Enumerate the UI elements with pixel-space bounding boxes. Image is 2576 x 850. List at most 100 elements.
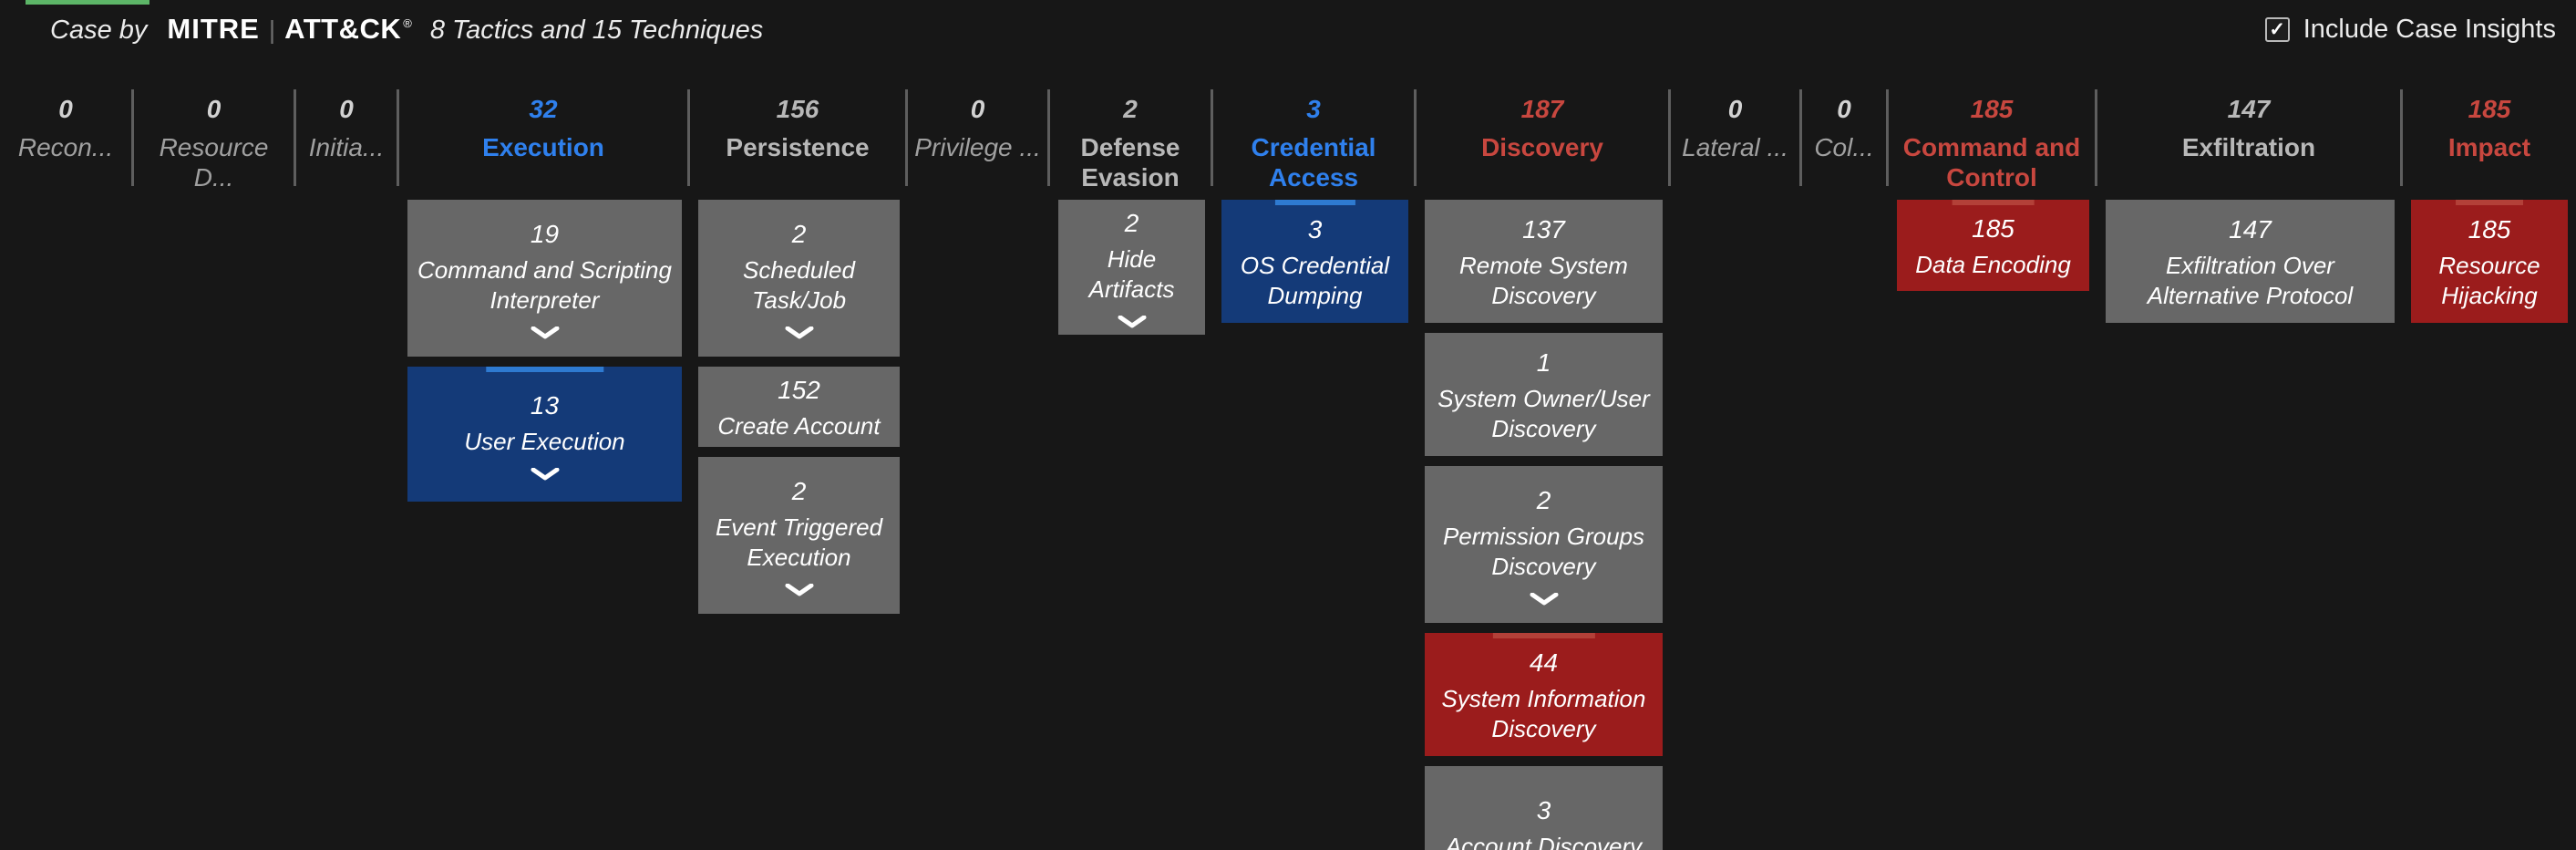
chevron-down-icon[interactable] [531, 467, 560, 481]
tactic-label: Recon... [17, 133, 114, 161]
technique-card-os-credential-dumping[interactable]: 3 OS Credential Dumping [1221, 200, 1408, 323]
tactic-count: 3 [1306, 95, 1321, 123]
chevron-down-icon[interactable] [785, 584, 814, 596]
technique-title: OS Credential Dumping [1240, 251, 1390, 309]
logo-divider: | [268, 16, 276, 44]
technique-title: Data Encoding [1915, 250, 2071, 278]
technique-count: 2 [791, 220, 807, 248]
card-accent-bar [485, 367, 604, 372]
technique-card-list: 3 OS Credential Dumping [1213, 200, 1417, 323]
chevron-down-icon[interactable] [531, 327, 560, 339]
tactic-count: 0 [970, 95, 985, 123]
include-case-insights-label: Include Case Insights [2303, 14, 2556, 44]
active-tab-indicator [26, 0, 149, 5]
title-case-by: Case by [50, 16, 148, 45]
tactic-count: 2 [1123, 95, 1138, 123]
tactic-label: Resource D... [159, 133, 269, 192]
tactic-count: 147 [2227, 95, 2271, 123]
tactic-label: Persistence [726, 133, 870, 161]
technique-count: 147 [2229, 214, 2272, 244]
technique-title: Event Triggered Execution [715, 513, 883, 571]
technique-count: 185 [1972, 213, 2014, 243]
tactic-label: Initia... [308, 133, 385, 161]
tactic-count: 187 [1520, 95, 1564, 123]
mitre-attack-logo: MITRE | ATT&CK ® [167, 13, 411, 46]
technique-title: Exfiltration Over Alternative Protocol [2147, 251, 2354, 309]
chevron-down-icon[interactable] [1530, 593, 1559, 606]
check-mark: ✓ [2269, 18, 2286, 40]
technique-title: Scheduled Task/Job [743, 256, 855, 314]
technique-count: 3 [1307, 214, 1323, 244]
technique-count: 2 [791, 477, 807, 505]
technique-count: 2 [1536, 486, 1551, 514]
technique-title: Hide Artifacts [1088, 245, 1175, 303]
tactic-label: Defense Evasion [1080, 133, 1180, 192]
tactic-count: 0 [1727, 95, 1743, 123]
technique-title: Permission Groups Discovery [1442, 523, 1645, 580]
tactic-count: 0 [1837, 95, 1851, 123]
tactic-label: Col... [1814, 133, 1874, 161]
technique-count: 152 [778, 375, 820, 404]
chevron-down-icon[interactable] [785, 327, 814, 339]
technique-count: 13 [530, 390, 560, 420]
technique-title: Create Account [717, 411, 881, 440]
tactic-label: Privilege ... [914, 133, 1041, 161]
technique-title: Command and Scripting Interpreter [417, 256, 672, 314]
checkbox-checked-icon[interactable]: ✓ [2264, 16, 2290, 42]
tactic-count: 32 [529, 95, 558, 123]
include-case-insights-toggle[interactable]: ✓ Include Case Insights [2264, 14, 2556, 45]
card-accent-bar [1274, 200, 1355, 205]
technique-title: System Owner/User Discovery [1437, 384, 1650, 442]
technique-count: 2 [1124, 209, 1139, 237]
tactic-label: Command and Control [1902, 133, 2081, 192]
page-title: Case by MITRE | ATT&CK ® 8 Tactics and 1… [50, 13, 763, 46]
technique-count: 44 [1529, 648, 1559, 677]
chevron-down-icon[interactable] [1118, 316, 1147, 328]
